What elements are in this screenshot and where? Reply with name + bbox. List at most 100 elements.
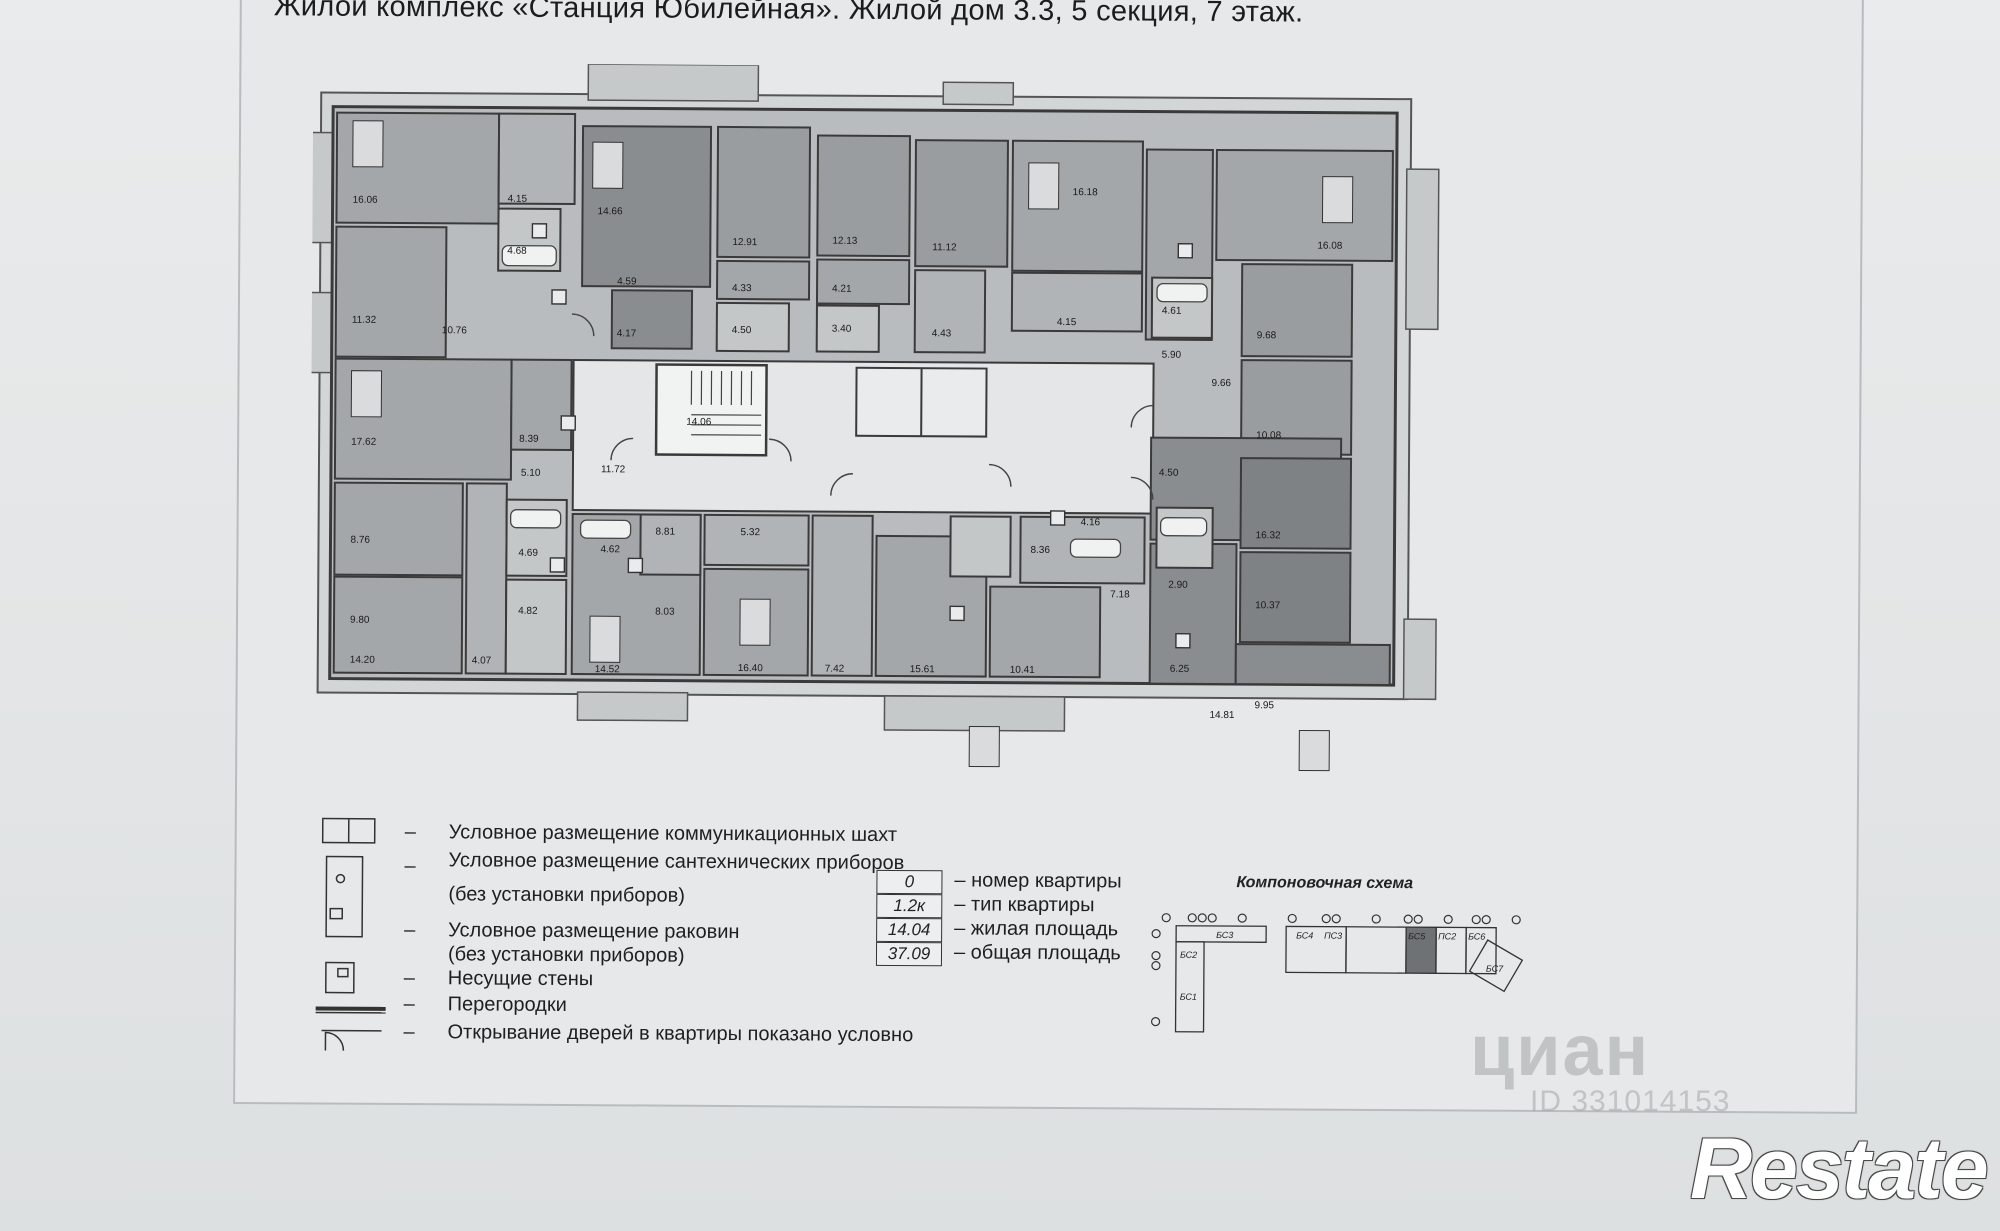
room [1215,148,1394,263]
floor-plan-drawing: 16.06 11.32 10.76 4.15 4.68 14.66 4.59 1… [309,63,1440,772]
key-box-type: 1.2к [876,893,943,919]
scheme-section-label: БС6 [1468,932,1485,942]
room [988,585,1102,679]
room-area-label: 17.62 [351,437,377,448]
bathroom [1155,506,1214,569]
corridor-room [464,482,508,675]
room-area-label: 4.62 [600,544,620,555]
room [333,481,464,577]
legend-dash: – [403,993,415,1016]
legend-dash: – [404,919,416,942]
room [510,358,573,452]
scheme-section-label: БС2 [1180,950,1197,960]
room-area-label: 3.40 [832,324,852,335]
door-symbol [324,1031,345,1051]
layout-scheme: БС3 БС4 ПС3 БС5 ПС2 БС6 БС2 БС1 БС7 [1150,913,1524,1033]
room-area-label: 9.66 [1211,378,1231,389]
room-area-label: 8.81 [656,527,676,538]
bathtubs [501,244,1208,559]
room-area-label: 16.08 [1317,241,1343,252]
room-area-label: 14.66 [597,206,623,217]
room [815,258,911,306]
room-area-label: 5.90 [1162,350,1182,361]
room-area-label: 7.18 [1110,589,1130,600]
room-area-label: 14.52 [595,664,621,675]
room-area-label: 16.40 [738,663,764,674]
floor-plan: 16.06 11.32 10.76 4.15 4.68 14.66 4.59 1… [309,62,1453,789]
room-area-label: 4.07 [472,655,492,666]
room-area-label: 8.76 [350,535,370,546]
legend-item-plumbing-note: (без установки приборов) [448,883,686,907]
legend-dash: – [404,855,416,878]
room-area-label: 4.15 [508,194,528,205]
room [1010,271,1144,333]
room-area-label: 8.03 [655,607,675,618]
room-area-label: 16.32 [1256,530,1282,541]
bathroom [715,301,790,353]
plan-sheet: Жилой комплекс «Станция Юбилейная». Жило… [233,0,1864,1114]
room-area-label: 4.43 [932,328,952,339]
bathroom [504,578,568,676]
legend-dash: – [403,1021,415,1044]
room-area-label: 4.15 [1057,317,1077,328]
room-area-label: 12.91 [732,237,758,248]
scheme-section-label: ПС2 [1438,931,1456,941]
key-label-number: – номер квартиры [954,869,1122,893]
sink-symbol [325,961,355,994]
room-dark [610,289,694,350]
room-dark [1239,457,1353,550]
room [639,513,702,576]
room-area-label: 4.59 [617,276,637,287]
loggia [587,63,760,102]
room-area-label: 4.68 [507,246,527,257]
legend-item-partitions: Перегородки [447,993,567,1017]
room-area-label: 11.32 [352,315,377,326]
scheme-section-label: БС4 [1296,930,1313,940]
room [334,225,448,359]
room [715,259,811,301]
scheme-section-label: БС7 [1486,964,1504,974]
room-area-label: 14.20 [350,655,376,666]
legend-item-sinks-note: (без установки приборов) [447,943,685,967]
room-area-label: 8.36 [1030,545,1050,556]
legend-item-plumbing: Условное размещение сантехнических прибо… [448,849,905,875]
room-area-label: 15.61 [910,664,936,675]
scheme-section-label: БС1 [1180,992,1197,1002]
room-dark [1234,643,1391,687]
bathroom [815,304,880,353]
key-label-type: – тип квартиры [954,893,1095,917]
room-dark [1238,551,1352,644]
scheme-section-label: БС5 [1408,931,1426,941]
restate-logo: Restate [1690,1121,1989,1217]
room [1240,263,1354,358]
door-swings [571,313,1154,500]
legend-item-sinks: Условное размещение раковин [448,919,740,944]
loggia [1405,168,1440,331]
room-area-label: 12.13 [832,236,858,247]
room-area-label: 4.50 [1159,468,1179,479]
room-area-label: 11.72 [601,464,626,475]
room-area-label: 10.08 [1256,430,1282,441]
scheme-section-label: БС3 [1216,930,1233,940]
legend-symbols [315,817,386,1051]
loggia [942,81,1015,106]
key-label-living-area: – жилая площадь [954,917,1119,941]
room-area-label: 9.80 [350,615,370,626]
key-box-number: 0 [876,869,943,895]
room-area-label: 14.06 [686,417,712,428]
legend-item-bearing-walls: Несущие стены [447,967,594,991]
plumbing-symbol [325,855,364,938]
room-area-label: 10.37 [1255,600,1281,611]
legend-dash: – [404,821,416,844]
room-area-label: 4.17 [617,328,637,339]
room-area-label: 4.61 [1162,306,1182,317]
room [914,139,1009,268]
room [810,514,874,677]
room-area-label: 5.32 [741,527,761,538]
room-area-label: 14.81 [1209,710,1235,721]
room-area-label: 4.21 [832,284,852,295]
legend-dash: – [403,967,416,990]
room-area-label: 9.68 [1257,330,1277,341]
legend-item-doors: Открывание дверей в квартиры показано ус… [447,1021,914,1047]
room [703,513,810,567]
